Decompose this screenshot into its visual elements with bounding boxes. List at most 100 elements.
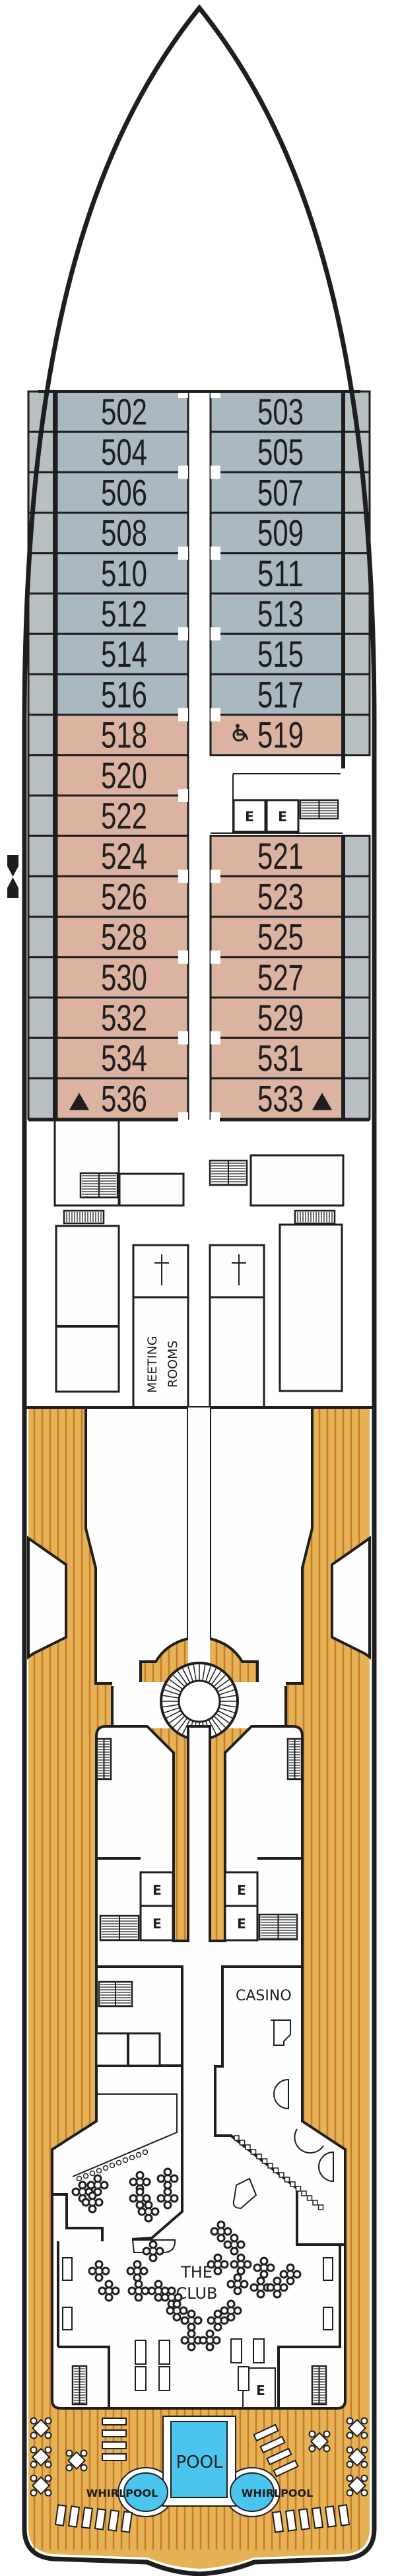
cabin-number: 513: [257, 593, 304, 634]
balcony-starboard: [342, 834, 371, 877]
sofa: [323, 2257, 333, 2281]
cabin-number: 533: [257, 1077, 304, 1119]
bar-stool: [261, 2158, 268, 2164]
cabin-number: 514: [101, 633, 147, 675]
bar-stool: [317, 2204, 324, 2210]
stairs-icon: [71, 2365, 88, 2406]
cabin-number: 523: [257, 875, 304, 917]
starboard-deck-recess: [331, 1536, 371, 1660]
cabins: 5025045065085105125145165185205225245265…: [55, 385, 345, 1126]
cabin-523[interactable]: 523: [209, 875, 345, 918]
cabin-524[interactable]: 524: [55, 834, 189, 877]
deck-table: [346, 2474, 368, 2497]
bar-counter: [131, 2239, 176, 2253]
chapel-room-port: [132, 1244, 189, 1299]
cabin-527[interactable]: 527: [209, 956, 345, 999]
cabin-number: 520: [101, 755, 147, 796]
sofa: [253, 2338, 265, 2363]
cabin-511[interactable]: 511: [209, 552, 345, 595]
table-with-chairs: [207, 2253, 229, 2276]
cabin-515[interactable]: 515: [209, 632, 345, 675]
cabin-502[interactable]: 502: [55, 390, 189, 433]
balcony-port: [27, 714, 56, 757]
bar-stool: [142, 2149, 149, 2155]
bar-stool: [267, 2163, 273, 2169]
cabin-530[interactable]: 530: [55, 956, 189, 999]
cabin-518[interactable]: 518: [55, 714, 189, 757]
bar-stool: [279, 2172, 284, 2178]
cabin-506[interactable]: 506: [55, 471, 189, 514]
cabin-531[interactable]: 531: [209, 1036, 345, 1079]
cabin-number: 522: [101, 795, 147, 836]
cabin-517[interactable]: 517: [209, 673, 345, 716]
sofa: [230, 2338, 242, 2363]
cabin-number: 518: [101, 714, 147, 756]
chapel-room-starboard: [209, 1244, 265, 1299]
sun-lounger: [271, 2511, 284, 2533]
bar-stool: [89, 2170, 96, 2177]
elevator-label: E: [278, 809, 287, 825]
sofa: [158, 2366, 170, 2391]
cabin-room: [209, 430, 345, 473]
cabin-number: 519: [257, 714, 304, 756]
balconies: [27, 390, 371, 1120]
cabin-508[interactable]: 508: [55, 512, 189, 555]
sun-lounger: [102, 2453, 127, 2461]
cabin-529[interactable]: 529: [209, 996, 345, 1039]
forward-service-section: MEETING ROOMS: [24, 1119, 374, 1409]
cabin-513[interactable]: 513: [209, 592, 345, 635]
cabin-number: 506: [101, 471, 147, 513]
cabin-521[interactable]: 521: [209, 834, 345, 877]
bar-stool: [102, 2165, 109, 2171]
cabin-number: 507: [257, 471, 304, 513]
hull-outline: [22, 4, 377, 2576]
cabin-534[interactable]: 534: [55, 1036, 189, 1079]
club-label-2: CLUB: [176, 2284, 218, 2303]
stairs-icon: [98, 1981, 133, 2008]
deck-table: [346, 2446, 368, 2468]
cabin-504[interactable]: 504: [55, 430, 189, 473]
cabin-number: 534: [101, 1037, 147, 1079]
cabin-520[interactable]: 520: [55, 754, 189, 797]
cabin-510[interactable]: 510: [55, 552, 189, 595]
balcony-starboard: [342, 1036, 371, 1079]
table-with-chairs: [156, 2187, 179, 2210]
deck-table: [30, 2474, 52, 2497]
elevator-label: E: [237, 1882, 246, 1898]
bar-stool: [76, 2175, 83, 2182]
cabin-516[interactable]: 516: [55, 673, 189, 716]
cabin-503[interactable]: 503: [209, 390, 345, 433]
table-with-chairs: [207, 2309, 229, 2332]
bar-stool: [96, 2167, 102, 2174]
table-with-chairs: [166, 2299, 188, 2322]
cabin-526[interactable]: 526: [55, 875, 189, 918]
cabin-room: [55, 956, 189, 999]
service-area: E E: [211, 770, 343, 835]
stairs-icon: [299, 799, 339, 820]
cabin-536[interactable]: 536: [55, 1077, 189, 1120]
cabin-528[interactable]: 528: [55, 916, 189, 959]
elevator-label: E: [152, 1882, 162, 1898]
cabin-512[interactable]: 512: [55, 592, 189, 635]
triangle-icon: [69, 1093, 89, 1110]
balcony-starboard: [342, 996, 371, 1039]
meeting-rooms-label-2: ROOMS: [166, 1340, 180, 1388]
table-with-chairs: [180, 2329, 203, 2352]
cabin-519[interactable]: 519: [209, 714, 345, 757]
cabin-533[interactable]: 533: [209, 1077, 345, 1120]
cabin-532[interactable]: 532: [55, 996, 189, 1039]
cabin-514[interactable]: 514: [55, 632, 189, 675]
cabin-505[interactable]: 505: [209, 430, 345, 473]
cabin-509[interactable]: 509: [209, 512, 345, 555]
cabin-number: 528: [101, 916, 147, 958]
sofa: [135, 2366, 147, 2391]
sun-loungers: [30, 2417, 368, 2533]
cabin-number: 516: [101, 673, 147, 715]
balcony-port: [27, 754, 56, 797]
cabin-525[interactable]: 525: [209, 916, 345, 959]
sofa: [62, 2257, 73, 2281]
cabin-522[interactable]: 522: [55, 794, 189, 837]
cabin-507[interactable]: 507: [209, 471, 345, 514]
elevator-label: E: [152, 1916, 162, 1932]
table-with-chairs: [220, 2299, 242, 2322]
